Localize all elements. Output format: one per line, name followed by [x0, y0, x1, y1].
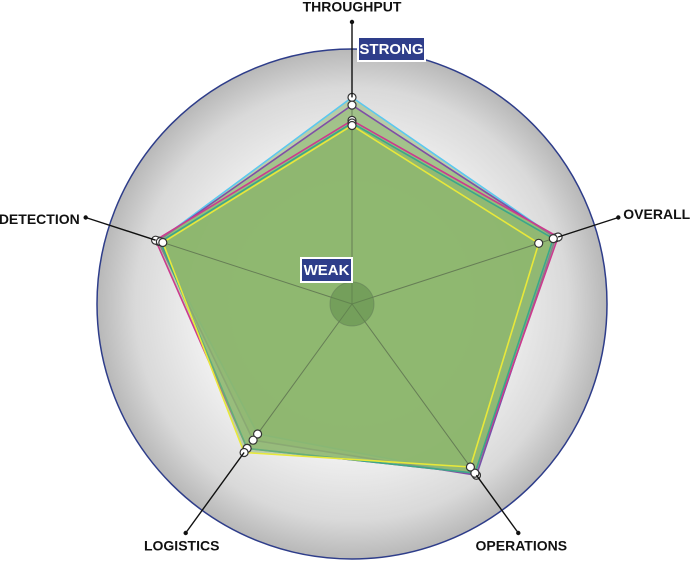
leader-line-detection: [85, 216, 156, 241]
leader-dot-overall: [616, 215, 621, 220]
axis-labels: THROUGHPUT OVERALL OPERATIONS LOGISTICS DETE…: [0, 0, 691, 554]
leader-dot-operations: [516, 530, 521, 536]
weak-badge-box: [300, 257, 353, 283]
leader-dot-detection: [83, 215, 88, 220]
data-point-s5-throughput: [347, 120, 357, 131]
weak-badge: WEAK: [300, 257, 353, 283]
strong-badge: STRONG: [357, 36, 426, 62]
data-point-s2-logistics: [248, 435, 258, 445]
strong-badge-label: STRONG: [359, 41, 423, 58]
leader-dot-logistics: [183, 530, 188, 536]
data-point-s5-overall: [534, 238, 544, 248]
strong-badge-box: [357, 36, 426, 62]
data-point-s2-throughput: [347, 100, 357, 110]
weak-badge-label: WEAK: [304, 262, 350, 279]
leader-line-operations: [475, 474, 519, 534]
leader-line-logistics: [185, 452, 245, 534]
data-point-s1-logistics: [253, 429, 263, 439]
data-point-s5-detection: [158, 237, 168, 248]
data-points: [151, 92, 563, 480]
axis-label-overall: OVERALL: [623, 206, 690, 222]
axis-label-detection: DETECTION: [0, 211, 80, 227]
axis-label-throughput: THROUGHPUT: [303, 0, 402, 15]
leader-dot-throughput: [349, 19, 355, 25]
data-point-s5-operations: [465, 462, 475, 472]
data-point-s4-overall: [548, 234, 558, 244]
axis-label-logistics: LOGISTICS: [144, 538, 219, 554]
center-circle: [329, 281, 375, 327]
axis-label-operations: OPERATIONS: [476, 538, 568, 554]
leader-line-overall: [557, 216, 619, 238]
